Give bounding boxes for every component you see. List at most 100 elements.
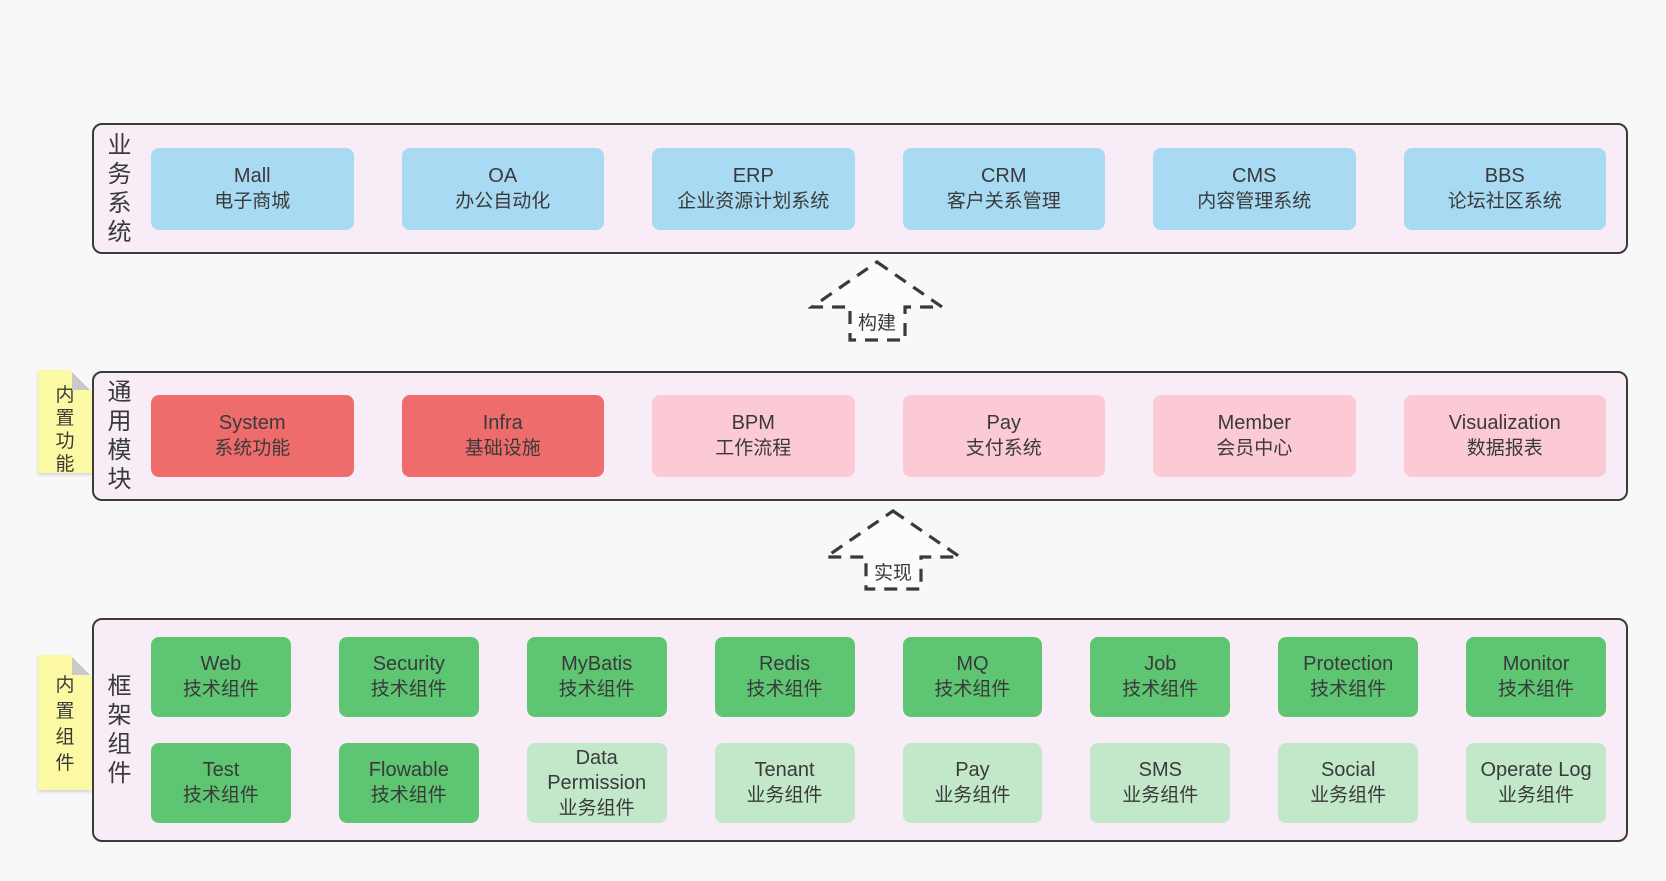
box-job: Job 技术组件 xyxy=(1090,637,1231,717)
box-name-cn: 论坛社区系统 xyxy=(1447,190,1562,212)
box-pay-business: Pay 业务组件 xyxy=(902,743,1043,823)
box-mybatis: MyBatis 技术组件 xyxy=(526,637,667,717)
box-name-cn: 业务组件 xyxy=(934,785,1011,806)
box-name-cn: 技术组件 xyxy=(558,679,635,700)
tech-components-row: Web 技术组件 Security 技术组件 MyBatis 技术组件 Redi… xyxy=(151,637,1606,717)
layer-title-framework-components: 框架组件 xyxy=(107,673,132,787)
layer-title-business-systems: 业务系统 xyxy=(107,131,132,246)
box-name-en: MyBatis xyxy=(561,653,633,675)
box-name-en: Protection xyxy=(1303,653,1394,675)
box-name-en: Data Permission xyxy=(547,746,647,794)
box-name-cn: 业务组件 xyxy=(558,797,635,819)
box-name-cn: 技术组件 xyxy=(1122,679,1199,700)
box-name-en: Social xyxy=(1320,759,1376,781)
box-tenant: Tenant 业务组件 xyxy=(714,743,855,823)
box-name-cn: 技术组件 xyxy=(370,785,447,806)
box-name-en: ERP xyxy=(732,164,774,187)
box-name-cn: 会员中心 xyxy=(1216,438,1293,459)
box-name-en: BPM xyxy=(731,412,775,434)
box-erp: ERP 企业资源计划系统 xyxy=(652,147,855,230)
layer-framework-components: 框架组件 Web 技术组件 Security 技术组件 MyBatis 技术组件… xyxy=(92,618,1628,842)
box-name-cn: 电子商城 xyxy=(214,190,291,212)
box-name-en: Monitor xyxy=(1502,653,1570,675)
folded-corner-cut xyxy=(70,655,92,677)
box-name-cn: 工作流程 xyxy=(715,438,792,459)
modules-box-row: System 系统功能 Infra 基础设施 BPM 工作流程 Pay 支付系统… xyxy=(143,395,1626,477)
box-name-cn: 系统功能 xyxy=(214,438,291,459)
layer-business-systems: 业务系统 Mall 电子商城 OA 办公自动化 ERP 企业资源计划系统 CRM… xyxy=(92,123,1628,254)
box-name-en: Tenant xyxy=(754,759,815,781)
box-redis: Redis 技术组件 xyxy=(714,637,855,717)
box-social: Social 业务组件 xyxy=(1278,743,1419,823)
box-test: Test 技术组件 xyxy=(151,743,291,823)
box-system: System 系统功能 xyxy=(151,395,354,477)
box-name-en: Member xyxy=(1217,412,1291,434)
arrow-label: 构建 xyxy=(858,312,896,334)
box-web: Web 技术组件 xyxy=(151,637,291,717)
box-name-cn: 技术组件 xyxy=(1310,679,1387,700)
box-name-cn: 技术组件 xyxy=(182,785,259,806)
box-name-cn: 业务组件 xyxy=(1498,785,1575,806)
box-mq: MQ 技术组件 xyxy=(902,637,1043,717)
box-name-en: Pay xyxy=(955,759,990,781)
box-mall: Mall 电子商城 xyxy=(151,147,354,230)
box-bpm: BPM 工作流程 xyxy=(652,395,855,477)
sticky-note-built-in-components: 内置组件 xyxy=(38,655,92,790)
box-name-en: Security xyxy=(372,653,445,675)
box-name-cn: 企业资源计划系统 xyxy=(677,190,830,212)
box-name-cn: 内容管理系统 xyxy=(1197,190,1312,212)
box-name-en: CRM xyxy=(980,164,1027,187)
box-name-en: BBS xyxy=(1484,164,1525,187)
box-operate-log: Operate Log 业务组件 xyxy=(1466,743,1606,823)
business-components-row: Test 技术组件 Flowable 技术组件 Data Permission … xyxy=(151,743,1606,823)
box-name-cn: 客户关系管理 xyxy=(946,190,1061,212)
arrow-label: 实现 xyxy=(874,562,912,584)
arrow-outline xyxy=(808,260,946,342)
box-monitor: Monitor 技术组件 xyxy=(1466,637,1606,717)
sticky-note-built-in-features: 内置功能 xyxy=(38,370,92,475)
box-cms: CMS 内容管理系统 xyxy=(1153,147,1356,230)
box-name-cn: 数据报表 xyxy=(1466,438,1543,459)
folded-corner-cut xyxy=(70,370,92,392)
box-name-en: SMS xyxy=(1138,759,1182,781)
box-name-cn: 业务组件 xyxy=(1122,785,1199,806)
box-name-cn: 技术组件 xyxy=(182,679,259,700)
box-flowable: Flowable 技术组件 xyxy=(338,743,479,823)
sticky-note-label: 内置功能 xyxy=(55,385,75,475)
box-name-en: CMS xyxy=(1232,164,1277,187)
box-name-cn: 技术组件 xyxy=(1498,679,1575,700)
box-name-cn: 技术组件 xyxy=(370,679,447,700)
box-name-cn: 业务组件 xyxy=(746,785,823,806)
box-name-en: Job xyxy=(1144,653,1177,675)
box-pay: Pay 支付系统 xyxy=(902,395,1105,477)
box-name-en: System xyxy=(218,412,286,434)
box-name-cn: 基础设施 xyxy=(464,438,541,459)
box-security: Security 技术组件 xyxy=(338,637,479,717)
box-data-permission: Data Permission 业务组件 xyxy=(526,743,667,823)
box-name-en: Test xyxy=(202,759,240,781)
business-box-row: Mall 电子商城 OA 办公自动化 ERP 企业资源计划系统 CRM 客户关系… xyxy=(143,147,1626,230)
box-name-en: Redis xyxy=(758,653,811,675)
framework-box-rows: Web 技术组件 Security 技术组件 MyBatis 技术组件 Redi… xyxy=(143,637,1626,823)
arrow-outline xyxy=(822,509,964,591)
sticky-note-label: 内置组件 xyxy=(55,675,75,774)
box-name-cn: 业务组件 xyxy=(1310,785,1387,806)
layer-title-common-modules: 通用模块 xyxy=(107,379,132,493)
box-visualization: Visualization 数据报表 xyxy=(1403,395,1606,477)
box-bbs: BBS 论坛社区系统 xyxy=(1403,147,1606,230)
box-protection: Protection 技术组件 xyxy=(1278,637,1419,717)
box-oa: OA 办公自动化 xyxy=(401,147,604,230)
box-name-cn: 技术组件 xyxy=(934,679,1011,700)
box-name-en: Operate Log xyxy=(1480,759,1592,781)
build-arrow-icon: 构建 xyxy=(808,260,946,342)
box-infra: Infra 基础设施 xyxy=(401,395,604,477)
box-crm: CRM 客户关系管理 xyxy=(902,147,1105,230)
layer-common-modules: 通用模块 System 系统功能 Infra 基础设施 BPM 工作流程 Pay… xyxy=(92,371,1628,501)
box-name-cn: 技术组件 xyxy=(746,679,823,700)
box-name-en: OA xyxy=(488,164,518,187)
box-name-en: Infra xyxy=(482,412,523,434)
box-name-en: MQ xyxy=(956,653,989,675)
box-name-cn: 支付系统 xyxy=(965,438,1042,459)
box-name-en: Web xyxy=(200,653,242,675)
box-name-en: Flowable xyxy=(368,759,449,781)
